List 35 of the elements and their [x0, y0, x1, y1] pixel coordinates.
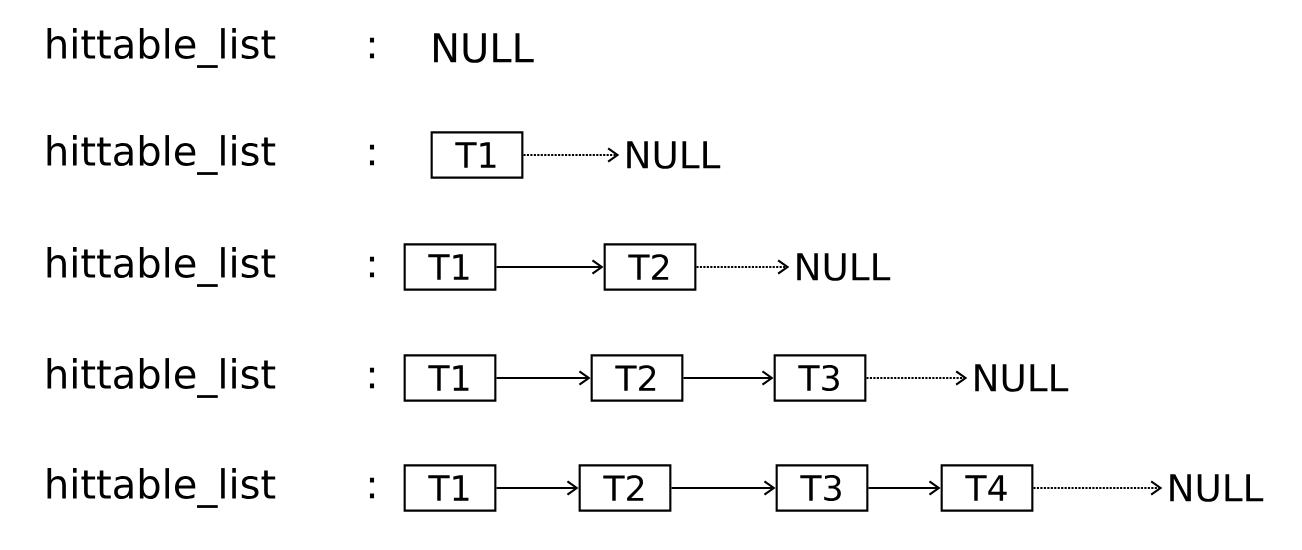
label-text: hittable_list [47, 468, 276, 508]
list-node-box: T3 [775, 464, 869, 512]
colon: : [369, 37, 375, 59]
arrow [523, 147, 620, 163]
arrow [496, 480, 579, 496]
null-text: NULL [627, 141, 721, 169]
arrow [866, 370, 968, 386]
colon: : [369, 256, 375, 278]
null-text: NULL [1170, 474, 1264, 502]
list-node-box: T1 [430, 131, 524, 179]
colon: : [369, 144, 375, 166]
label-text: hittable_list [47, 135, 276, 175]
colon: : [369, 367, 375, 389]
null-text: NULL [797, 253, 891, 281]
list-node-box: T3 [773, 354, 867, 402]
null-text: NULL [975, 364, 1069, 392]
list-node-box: T1 [403, 243, 497, 291]
list-node-box: T1 [403, 464, 497, 512]
list-node-box: T4 [940, 464, 1034, 512]
arrow [671, 480, 776, 496]
label-text: hittable_list [47, 247, 276, 287]
list-node-box: T2 [590, 354, 684, 402]
list-node-box: T2 [578, 464, 672, 512]
arrow [1033, 480, 1163, 496]
list-node-box: T2 [603, 243, 697, 291]
colon: : [369, 477, 375, 499]
arrow [496, 370, 591, 386]
label-text: hittable_list [47, 358, 276, 398]
null-text: NULL [434, 33, 534, 63]
arrow [496, 259, 604, 275]
label-text: hittable_list [47, 28, 276, 68]
list-node-box: T1 [403, 354, 497, 402]
arrow [696, 259, 790, 275]
arrow [868, 480, 941, 496]
arrow [683, 370, 774, 386]
